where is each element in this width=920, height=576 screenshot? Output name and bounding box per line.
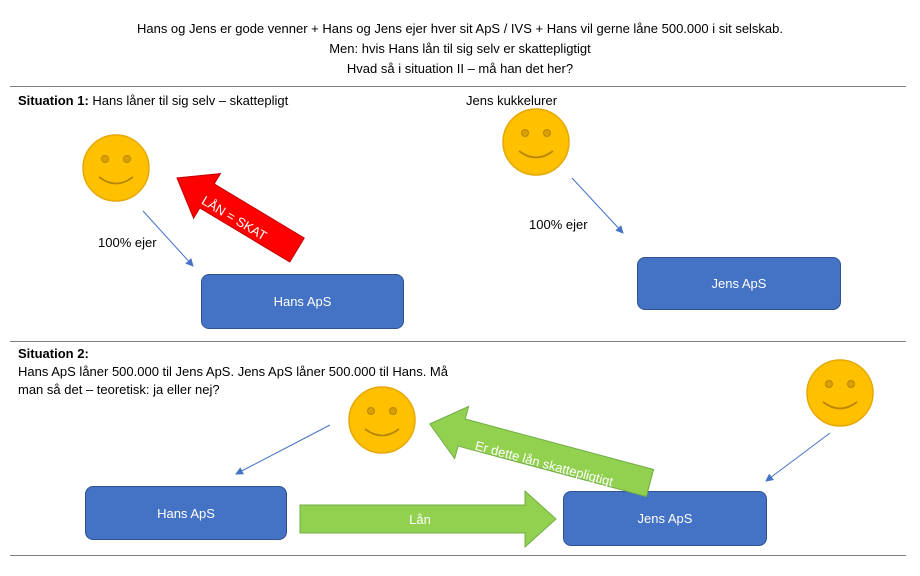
header-text: Hans og Jens er gode venner + Hans og Je…: [0, 19, 920, 79]
header-line-1: Hans og Jens er gode venner + Hans og Je…: [136, 21, 784, 36]
green-loan-arrow-label: Lån: [409, 512, 431, 527]
situation2-hans-connector: [235, 424, 331, 475]
jens-smiley-icon-2: [806, 359, 874, 427]
divider-middle: [10, 341, 906, 342]
green-question-arrow: [429, 405, 655, 498]
situation1-hans-aps-box: Hans ApS: [201, 274, 404, 329]
situation1-hans-aps-label: Hans ApS: [273, 294, 332, 309]
green-loan-arrow: [299, 489, 557, 549]
situation1-heading: Situation 1: Hans låner til sig selv – s…: [18, 91, 288, 110]
situation2-jens-connector: [765, 432, 831, 482]
red-loan-arrow: [176, 173, 305, 263]
situation1-title: Situation 1:: [18, 93, 89, 108]
situation1-jens-aps-label: Jens ApS: [711, 276, 767, 291]
situation1-jens-aps-box: Jens ApS: [637, 257, 841, 310]
situation2-text-line2: man så det – teoretisk: ja eller nej?: [18, 382, 220, 397]
situation2-jens-aps-label: Jens ApS: [637, 511, 693, 526]
hans-smiley-icon-2: [348, 386, 416, 454]
hans-ownership-label: 100% ejer: [98, 235, 157, 250]
situation2-hans-aps-box: Hans ApS: [85, 486, 287, 540]
header-line-3: Hvad så i situation II – må han det her?: [346, 61, 574, 76]
jens-label: Jens kukkelurer: [466, 93, 558, 108]
jens-smiley-icon: [502, 108, 570, 176]
jens-ownership-label: 100% ejer: [529, 217, 588, 232]
header-line-2: Men: hvis Hans lån til sig selv er skatt…: [329, 41, 591, 56]
situation1-text: Hans låner til sig selv – skattepligt: [88, 93, 289, 108]
situation2-text-line1: Hans ApS låner 500.000 til Jens ApS. Jen…: [18, 364, 448, 379]
situation2-hans-aps-label: Hans ApS: [157, 505, 215, 521]
jens-ownership-connector: [571, 177, 624, 234]
hans-smiley-icon: [82, 134, 150, 202]
hans-ownership-connector: [142, 210, 194, 267]
situation2-title: Situation 2:: [18, 346, 89, 361]
divider-bottom: [10, 555, 906, 556]
divider-top: [10, 86, 906, 87]
situation2-jens-aps-box: Jens ApS: [563, 491, 767, 546]
